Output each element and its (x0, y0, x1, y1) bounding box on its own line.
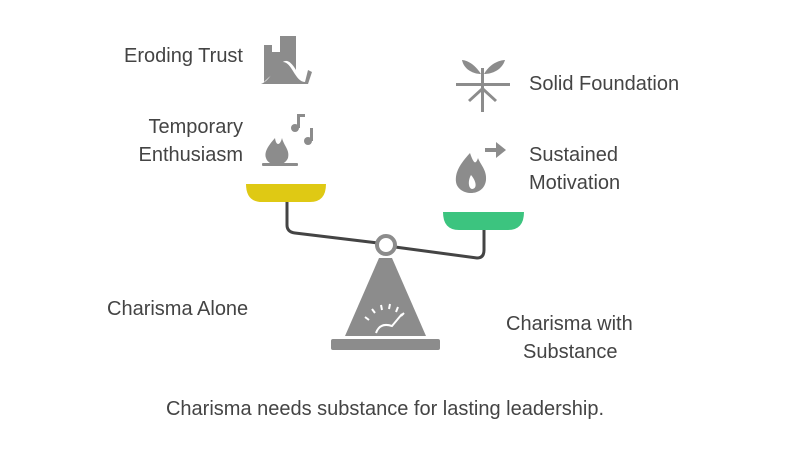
sprout-roots-icon (456, 60, 510, 112)
label-solid-foundation: Solid Foundation (529, 73, 680, 95)
label-charisma-with: Charisma with (506, 313, 633, 335)
left-beam (285, 202, 379, 245)
label-motivation: Motivation (529, 172, 621, 194)
campfire-music-icon (262, 114, 313, 166)
scale-plate (331, 339, 440, 350)
right-pan (443, 212, 524, 230)
gauge-icon (364, 303, 405, 334)
label-eroding-trust: Eroding Trust (124, 45, 243, 67)
crumbling-castle-icon (261, 36, 312, 84)
pivot (375, 234, 397, 256)
label-substance: Substance (523, 341, 618, 363)
scale-base (345, 258, 426, 336)
flame-arrow-icon (455, 142, 506, 193)
label-charisma-alone: Charisma Alone (107, 298, 249, 320)
label-enthusiasm: Enthusiasm (138, 144, 244, 166)
label-temporary: Temporary (148, 116, 243, 138)
right-beam (394, 230, 486, 260)
left-pan (246, 184, 326, 202)
caption: Charisma needs substance for lasting lea… (165, 398, 605, 420)
label-sustained: Sustained (529, 144, 618, 166)
